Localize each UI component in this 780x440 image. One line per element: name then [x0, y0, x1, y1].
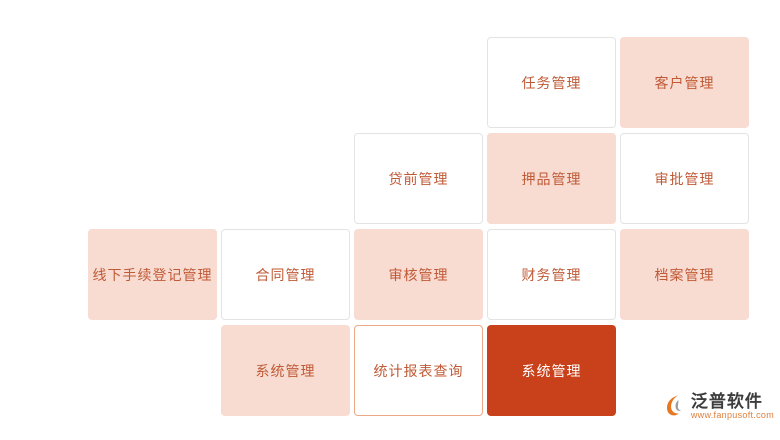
- tile-finance-management[interactable]: 财务管理: [487, 229, 616, 320]
- tile-approval-management[interactable]: 审批管理: [620, 133, 749, 224]
- tile-collateral-management[interactable]: 押品管理: [487, 133, 616, 224]
- watermark-url: www.fanpusoft.com: [690, 409, 774, 420]
- tile-customer-management[interactable]: 客户管理: [620, 37, 749, 128]
- tile-statistical-report-query[interactable]: 统计报表查询: [354, 325, 483, 416]
- module-tile-grid: 任务管理 客户管理 贷前管理 押品管理 审批管理 线下手续登记管理 合同管理 审…: [88, 37, 749, 416]
- tile-audit-management[interactable]: 审核管理: [354, 229, 483, 320]
- watermark-text: 泛普软件 www.fanpusoft.com: [690, 391, 774, 420]
- tile-offline-procedure-registration-management[interactable]: 线下手续登记管理: [88, 229, 217, 320]
- tile-system-management-primary[interactable]: 系统管理: [487, 325, 616, 416]
- tile-archive-management[interactable]: 档案管理: [620, 229, 749, 320]
- watermark-brand: 泛普软件: [690, 391, 763, 411]
- tile-system-management-secondary[interactable]: 系统管理: [221, 325, 350, 416]
- tile-preloan-management[interactable]: 贷前管理: [354, 133, 483, 224]
- tile-contract-management[interactable]: 合同管理: [221, 229, 350, 320]
- fanpu-logo-icon: [663, 394, 687, 418]
- watermark: 泛普软件 www.fanpusoft.com: [663, 391, 774, 420]
- tile-task-management[interactable]: 任务管理: [487, 37, 616, 128]
